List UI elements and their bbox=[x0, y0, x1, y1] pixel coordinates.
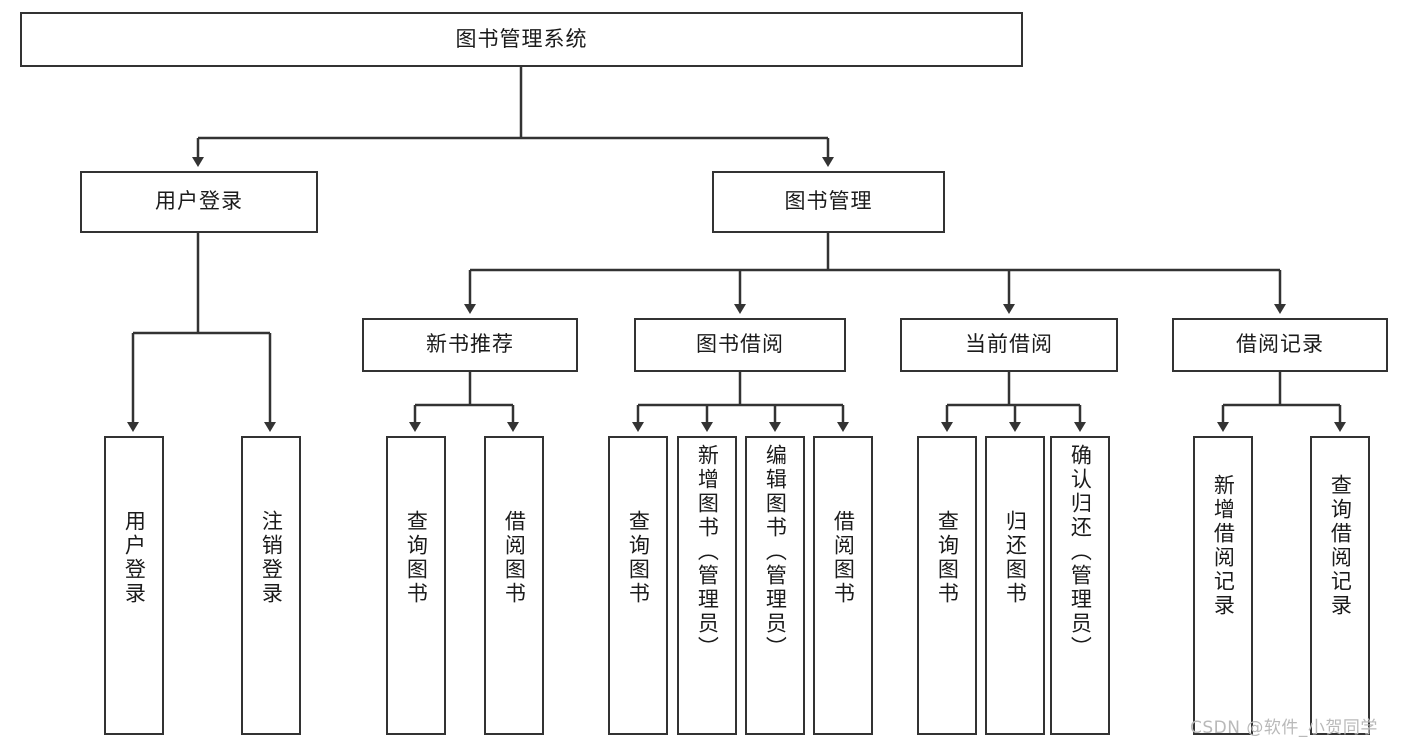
leaf-label: 借阅图书 bbox=[502, 510, 527, 606]
leaf-new-book-borrow-book[interactable]: 借阅图书 bbox=[484, 436, 544, 735]
leaf-label: 查询借阅记录 bbox=[1328, 474, 1353, 618]
leaf-label: 借阅图书 bbox=[831, 510, 856, 606]
node-new-book-recommend[interactable]: 新书推荐 bbox=[362, 318, 578, 372]
node-borrow-record[interactable]: 借阅记录 bbox=[1172, 318, 1388, 372]
node-label: 图书管理 bbox=[784, 189, 873, 214]
node-book-borrow[interactable]: 图书借阅 bbox=[634, 318, 846, 372]
leaf-label: 归还图书 bbox=[1003, 510, 1028, 606]
leaf-new-book-query-book[interactable]: 查询图书 bbox=[386, 436, 446, 735]
node-current-borrow[interactable]: 当前借阅 bbox=[900, 318, 1118, 372]
leaf-borrow-record-query-record[interactable]: 查询借阅记录 bbox=[1310, 436, 1370, 735]
node-label: 用户登录 bbox=[155, 189, 243, 214]
leaf-borrow-record-add-record[interactable]: 新增借阅记录 bbox=[1193, 436, 1253, 735]
leaf-label: 编辑图书（管理员） bbox=[763, 444, 788, 660]
leaf-book-borrow-query-book[interactable]: 查询图书 bbox=[608, 436, 668, 735]
leaf-label: 查询图书 bbox=[404, 510, 429, 606]
node-label: 图书借阅 bbox=[696, 332, 784, 357]
leaf-book-borrow-edit-book-admin[interactable]: 编辑图书（管理员） bbox=[745, 436, 805, 735]
node-root-system[interactable]: 图书管理系统 bbox=[20, 12, 1023, 67]
leaf-label: 新增借阅记录 bbox=[1211, 474, 1236, 618]
leaf-user-login-logout[interactable]: 注销登录 bbox=[241, 436, 301, 735]
leaf-label: 确认归还（管理员） bbox=[1068, 444, 1093, 660]
leaf-user-login-login[interactable]: 用户登录 bbox=[104, 436, 164, 735]
leaf-label: 新增图书（管理员） bbox=[695, 444, 720, 660]
node-label: 图书管理系统 bbox=[455, 26, 588, 51]
leaf-label: 用户登录 bbox=[122, 510, 147, 606]
leaf-current-borrow-return-book[interactable]: 归还图书 bbox=[985, 436, 1045, 735]
leaf-book-borrow-add-book-admin[interactable]: 新增图书（管理员） bbox=[677, 436, 737, 735]
leaf-label: 注销登录 bbox=[259, 510, 284, 606]
csdn-watermark: CSDN @软件_小贺同学 bbox=[1190, 718, 1378, 738]
node-label: 新书推荐 bbox=[426, 332, 514, 357]
leaf-current-borrow-query-book[interactable]: 查询图书 bbox=[917, 436, 977, 735]
node-label: 当前借阅 bbox=[965, 332, 1053, 357]
leaf-current-borrow-confirm-return-admin[interactable]: 确认归还（管理员） bbox=[1050, 436, 1110, 735]
node-book-management[interactable]: 图书管理 bbox=[712, 171, 945, 233]
leaf-book-borrow-borrow-book[interactable]: 借阅图书 bbox=[813, 436, 873, 735]
leaf-label: 查询图书 bbox=[626, 510, 651, 606]
node-label: 借阅记录 bbox=[1236, 332, 1324, 357]
leaf-label: 查询图书 bbox=[935, 510, 960, 606]
node-user-login[interactable]: 用户登录 bbox=[80, 171, 318, 233]
